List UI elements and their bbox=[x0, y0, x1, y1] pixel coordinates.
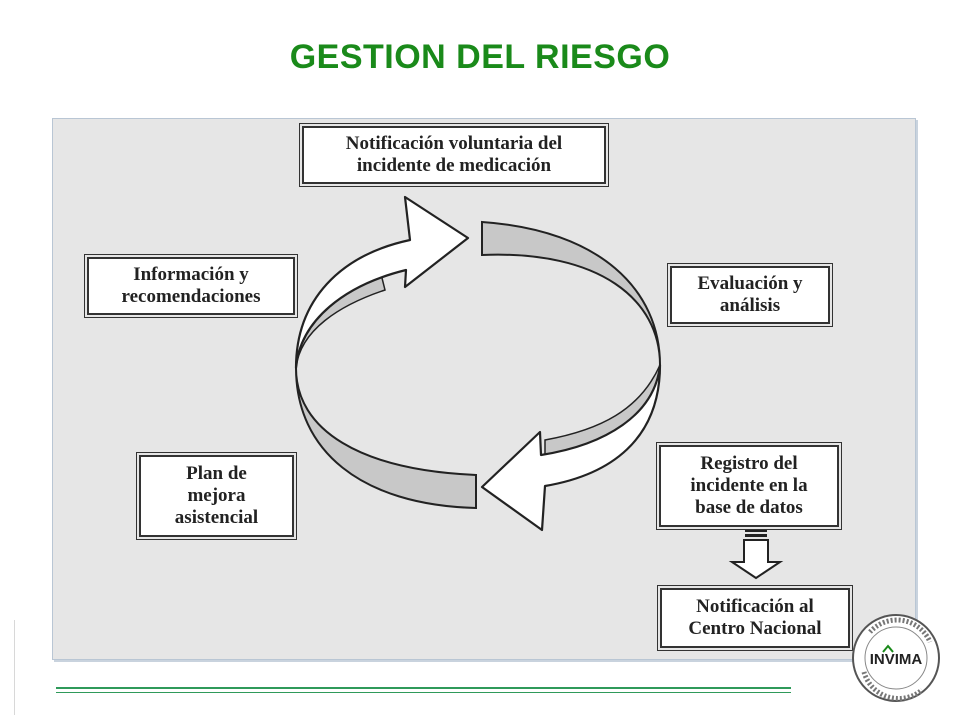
box-notificacion-voluntaria: Notificación voluntaria del incidente de… bbox=[299, 123, 609, 187]
diagram-panel bbox=[52, 118, 916, 660]
box-line: asistencial bbox=[174, 506, 259, 528]
left-edge-line bbox=[14, 620, 15, 715]
box-line: recomendaciones bbox=[121, 286, 261, 307]
logo-text: INVIMA bbox=[870, 651, 923, 668]
footer-rule bbox=[56, 687, 791, 689]
cycle-arrow-top bbox=[294, 195, 470, 370]
cycle-arrow-bottom bbox=[480, 363, 662, 532]
down-arrow-icon bbox=[728, 529, 784, 580]
box-line: análisis bbox=[719, 295, 781, 316]
box-line: Centro Nacional bbox=[688, 618, 822, 639]
box-evaluacion: Evaluación y análisis bbox=[667, 263, 833, 327]
box-registro: Registro del incidente en la base de dat… bbox=[656, 442, 842, 530]
box-line: incidente de medicación bbox=[356, 155, 552, 176]
slide-title: GESTION DEL RIESGO bbox=[289, 38, 671, 76]
cycle-band-left bbox=[295, 367, 477, 510]
invima-logo-icon: INVIMA bbox=[852, 614, 940, 702]
box-line: Notificación al bbox=[696, 596, 814, 618]
footer-rule-thin bbox=[56, 692, 791, 693]
box-line: base de datos bbox=[695, 496, 803, 518]
box-line: Plan de bbox=[186, 463, 247, 485]
box-line: mejora bbox=[187, 485, 246, 507]
cycle-band-right bbox=[481, 220, 661, 366]
box-informacion: Información y recomendaciones bbox=[84, 254, 298, 318]
box-notificacion-centro: Notificación al Centro Nacional bbox=[657, 585, 853, 651]
box-line: Notificación voluntaria del bbox=[345, 133, 563, 155]
box-line: Evaluación y bbox=[697, 273, 803, 295]
box-line: Registro del bbox=[700, 453, 798, 475]
box-plan: Plan de mejora asistencial bbox=[136, 452, 297, 540]
box-line: Información y bbox=[133, 264, 249, 286]
box-line: incidente en la bbox=[690, 475, 808, 497]
